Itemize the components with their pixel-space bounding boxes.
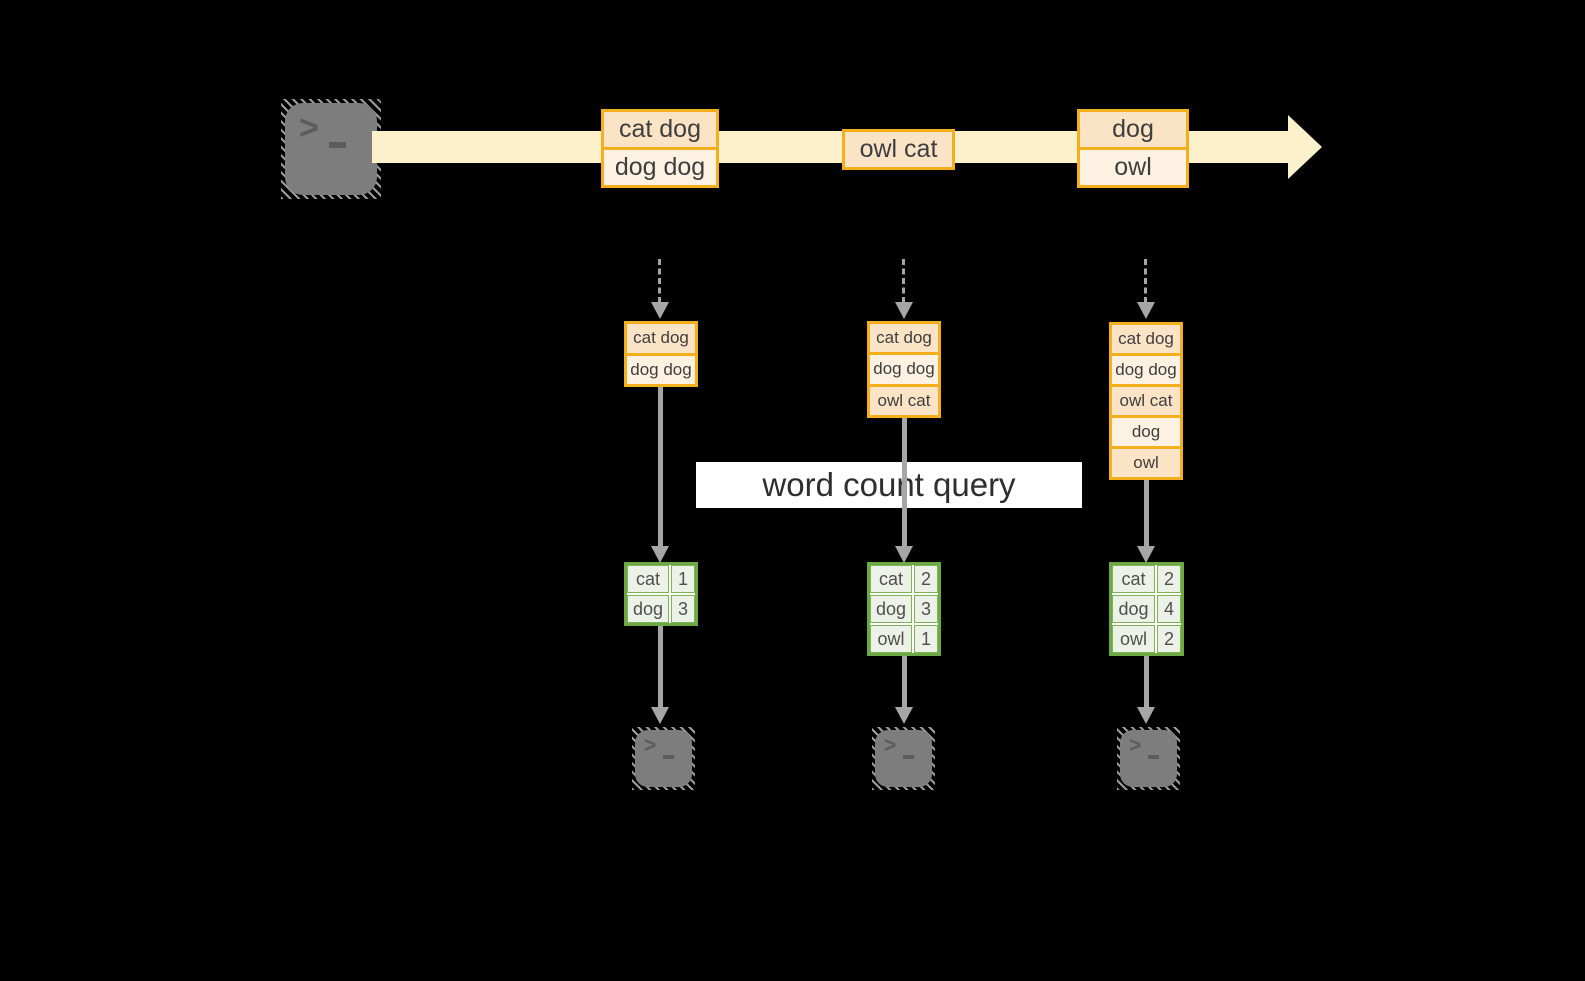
arrow-line bbox=[902, 656, 907, 708]
record-row: dog bbox=[1080, 112, 1186, 147]
record-row: dog dog bbox=[870, 355, 938, 384]
terminal-screen: > bbox=[635, 730, 692, 787]
word-cell: dog bbox=[1112, 595, 1155, 623]
record-row: owl cat bbox=[1112, 387, 1180, 415]
record-row: dog bbox=[1112, 418, 1180, 446]
terminal-icon: > bbox=[872, 727, 935, 790]
arrow-line bbox=[1144, 656, 1149, 708]
record-row: cat dog bbox=[604, 112, 716, 147]
arrowhead-icon bbox=[895, 546, 913, 563]
record-row: owl bbox=[1112, 449, 1180, 477]
record-row: owl cat bbox=[870, 386, 938, 415]
prompt-chevron-icon: > bbox=[1129, 734, 1142, 757]
arrow-line bbox=[658, 626, 663, 708]
prompt-underscore-icon bbox=[329, 142, 346, 148]
prompt-underscore-icon bbox=[663, 755, 674, 759]
count-cell: 4 bbox=[1157, 595, 1181, 623]
count-cell: 2 bbox=[1157, 565, 1181, 593]
word-cell: cat bbox=[627, 565, 669, 593]
arrowhead-icon bbox=[1137, 546, 1155, 563]
terminal-icon: > bbox=[1117, 727, 1180, 790]
arrowhead-icon bbox=[651, 546, 669, 563]
dashed-arrow-line bbox=[658, 259, 661, 303]
arrow-line bbox=[658, 387, 663, 547]
word-cell: owl bbox=[870, 625, 912, 653]
count-cell: 2 bbox=[914, 565, 938, 593]
record-row: cat dog bbox=[1112, 325, 1180, 353]
prompt-chevron-icon: > bbox=[644, 734, 657, 757]
arrowhead-icon bbox=[895, 707, 913, 724]
record-row: owl bbox=[1080, 150, 1186, 185]
arrowhead-icon bbox=[1137, 707, 1155, 724]
record-row: dog dog bbox=[627, 355, 695, 384]
word-cell: cat bbox=[870, 565, 912, 593]
record-row: dog dog bbox=[1112, 356, 1180, 384]
terminal-screen: > bbox=[285, 103, 377, 195]
record-row: cat dog bbox=[870, 324, 938, 353]
count-cell: 2 bbox=[1157, 625, 1181, 653]
record-row: dog dog bbox=[604, 150, 716, 185]
terminal-icon: > bbox=[281, 99, 381, 199]
dashed-arrow-line bbox=[1144, 259, 1147, 303]
dashed-arrow-line bbox=[902, 259, 905, 303]
word-cell: cat bbox=[1112, 565, 1155, 593]
prompt-chevron-icon: > bbox=[299, 109, 319, 147]
word-cell: dog bbox=[870, 595, 912, 623]
count-cell: 3 bbox=[914, 595, 938, 623]
terminal-screen: > bbox=[1120, 730, 1177, 787]
prompt-underscore-icon bbox=[903, 755, 914, 759]
record-row: owl cat bbox=[845, 132, 952, 167]
query-label: word count query bbox=[696, 462, 1082, 508]
record-stack-3: cat dog dog dog owl cat dog owl bbox=[1109, 322, 1183, 480]
word-cell: dog bbox=[627, 595, 669, 623]
stream-batch-2: owl cat bbox=[842, 129, 955, 170]
arrowhead-icon bbox=[651, 707, 669, 724]
count-cell: 1 bbox=[914, 625, 938, 653]
arrowhead-icon bbox=[1137, 302, 1155, 319]
count-cell: 1 bbox=[671, 565, 695, 593]
stream-arrowhead-icon bbox=[1288, 115, 1322, 179]
arrowhead-icon bbox=[651, 302, 669, 319]
prompt-underscore-icon bbox=[1148, 755, 1159, 759]
prompt-chevron-icon: > bbox=[884, 734, 897, 757]
word-cell: owl bbox=[1112, 625, 1155, 653]
record-row: cat dog bbox=[627, 324, 695, 353]
arrow-line bbox=[1144, 480, 1149, 547]
terminal-icon: > bbox=[632, 727, 695, 790]
arrow-line bbox=[902, 418, 907, 547]
terminal-screen: > bbox=[875, 730, 932, 787]
arrowhead-icon bbox=[895, 302, 913, 319]
count-cell: 3 bbox=[671, 595, 695, 623]
